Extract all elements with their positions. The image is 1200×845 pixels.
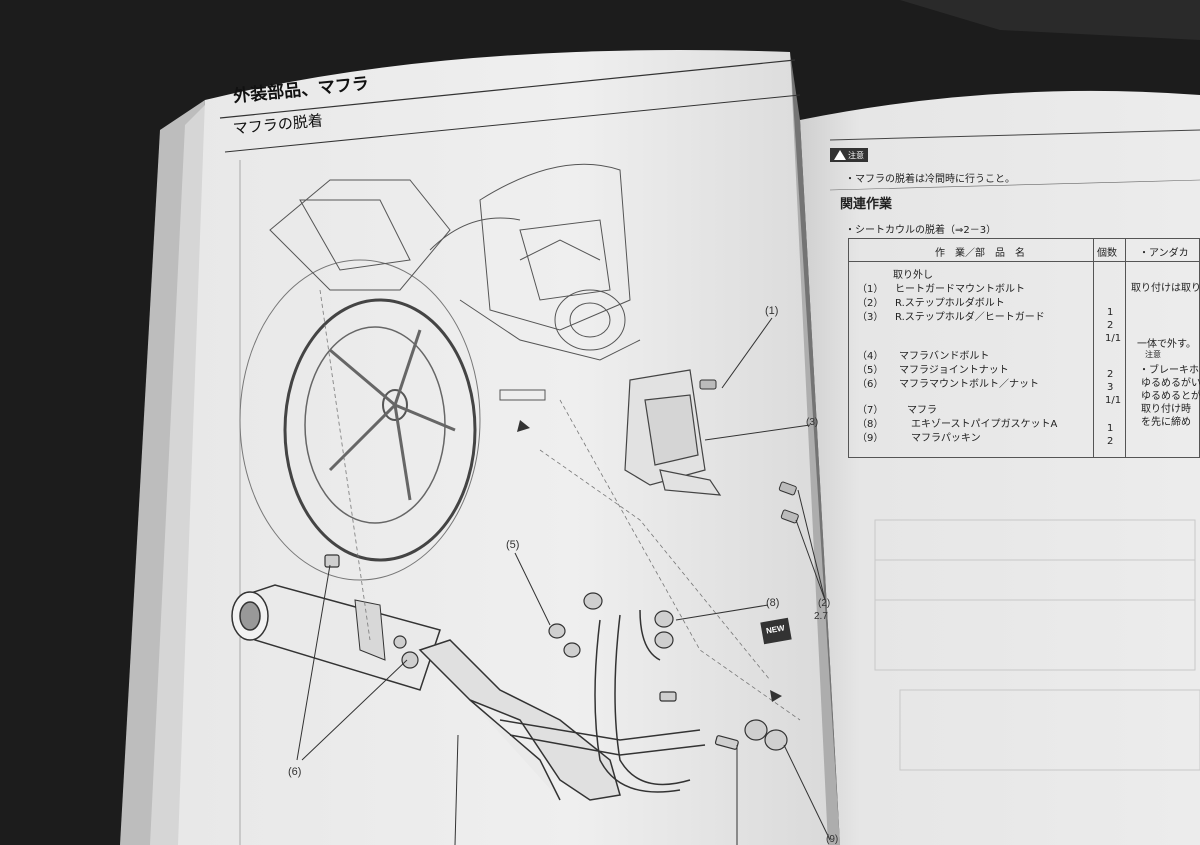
row-name: エキゾーストパイプガスケットA — [911, 419, 1058, 430]
row-name: R.ステップホルダ／ヒートガード — [895, 312, 1045, 323]
remark: を先に締め — [1141, 417, 1191, 428]
row-name: R.ステップホルダボルト — [895, 298, 1005, 309]
row-qty: 1/1 — [1105, 395, 1122, 406]
callout-1: (1) — [765, 305, 779, 317]
remark: 取り付けは取り — [1131, 283, 1200, 294]
callout-9: (9) — [826, 834, 839, 845]
remark: ゆるめるがい — [1141, 378, 1200, 389]
row-name: マフラジョイントナット — [899, 365, 1009, 376]
remark: 取り付け時 — [1141, 404, 1191, 415]
row-name: マフラ — [907, 405, 937, 416]
row-qty: 2 — [1107, 436, 1114, 447]
right-page — [800, 90, 1200, 845]
callout-2: (2) — [818, 598, 831, 609]
row-name: マフラマウントボルト／ナット — [899, 379, 1039, 390]
remark: 注意 — [1145, 350, 1161, 359]
remark: ・ブレーキホ — [1139, 365, 1199, 376]
related-heading: 関連作業 — [840, 197, 893, 212]
row-name: マフラバンドボルト — [899, 351, 990, 362]
callout-5: (5) — [506, 539, 520, 551]
remark: 一体で外す。 — [1137, 339, 1196, 350]
row-no: （6） — [857, 379, 884, 390]
related-item: ・シートカウルの脱着（⇒2－3） — [845, 225, 997, 236]
left-page — [178, 50, 840, 845]
work-table: 作 業／部 品 名 個数 ・アンダカ 取り外し （1） ヒートガードマウントボル… — [848, 238, 1200, 458]
row-no: （3） — [857, 312, 884, 323]
row-no: （4） — [857, 351, 884, 362]
row-qty: 2 — [1107, 369, 1114, 380]
callout-8: (8) — [766, 597, 780, 609]
row-qty: 1/1 — [1105, 333, 1122, 344]
table-group-label: 取り外し — [893, 270, 933, 281]
table-header-work: 作 業／部 品 名 — [935, 248, 1025, 259]
row-no: （5） — [857, 365, 884, 376]
row-qty: 1 — [1107, 423, 1114, 434]
row-qty: 1 — [1107, 307, 1114, 318]
row-no: （8） — [857, 419, 884, 430]
caution-text: ・マフラの脱着は冷間時に行うこと。 — [845, 174, 1015, 185]
row-no: （1） — [857, 284, 884, 295]
torque-value: 2.7 — [814, 611, 828, 622]
row-no: （9） — [857, 433, 884, 444]
table-header-remarks: ・アンダカ — [1139, 248, 1189, 259]
row-name: ヒートガードマウントボルト — [895, 284, 1025, 295]
caution-badge: 注意 — [848, 151, 864, 160]
row-no: （7） — [857, 405, 884, 416]
callout-6: (6) — [288, 766, 302, 778]
row-name: マフラパッキン — [911, 433, 981, 444]
remark: ゆるめるとが — [1141, 391, 1200, 402]
row-qty: 3 — [1107, 382, 1114, 393]
callout-3: (3) — [806, 417, 819, 428]
table-header-qty: 個数 — [1097, 248, 1117, 259]
row-no: （2） — [857, 298, 884, 309]
row-qty: 2 — [1107, 320, 1114, 331]
